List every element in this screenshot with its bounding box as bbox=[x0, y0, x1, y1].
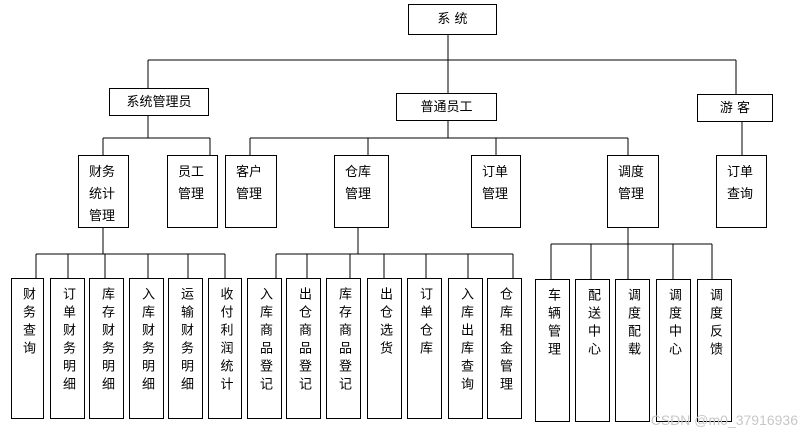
leaf-dispatch-loading: 调度配载 bbox=[615, 279, 650, 422]
leaf-label: 配送中心 bbox=[585, 288, 600, 360]
module-finance: 财务 统计 管理 bbox=[78, 155, 129, 228]
module-customer: 客户 管理 bbox=[225, 155, 277, 228]
leaf-label: 调度配载 bbox=[625, 288, 640, 360]
root-node: 系 统 bbox=[408, 4, 497, 35]
role-staff-label: 普通员工 bbox=[420, 99, 473, 115]
module-staff-management-label: 员工 管理 bbox=[178, 165, 205, 202]
role-admin: 系统管理员 bbox=[109, 88, 209, 116]
leaf-outbound-goods-register: 出仓商品登记 bbox=[286, 278, 321, 419]
module-orders-label: 订单 管理 bbox=[482, 165, 509, 202]
role-admin-label: 系统管理员 bbox=[126, 94, 192, 110]
leaf-label: 财务查询 bbox=[20, 287, 35, 359]
leaf-inbound-goods-register: 入库商品登记 bbox=[247, 278, 282, 419]
role-guest-label: 游 客 bbox=[719, 100, 751, 116]
leaf-stock-finance-detail: 库存财务明细 bbox=[89, 278, 124, 419]
leaf-label: 库存财务明细 bbox=[99, 287, 114, 395]
leaf-label: 入库财务明细 bbox=[139, 287, 154, 395]
leaf-finance-query: 财务查询 bbox=[11, 278, 44, 419]
leaf-stock-goods-register: 库存商品登记 bbox=[326, 278, 361, 419]
module-order-query: 订单 查询 bbox=[716, 155, 767, 228]
leaf-warehouse-rent: 仓库租金管理 bbox=[487, 278, 522, 419]
leaf-label: 车辆管理 bbox=[545, 288, 560, 360]
module-finance-label: 财务 统计 管理 bbox=[89, 165, 116, 224]
leaf-profit-statistics: 收付利润统计 bbox=[208, 278, 242, 419]
leaf-label: 订单仓库 bbox=[417, 287, 432, 359]
leaf-order-finance-detail: 订单财务明细 bbox=[50, 278, 85, 419]
leaf-label: 收付利润统计 bbox=[217, 287, 233, 395]
leaf-inout-query: 入库出库查询 bbox=[448, 278, 483, 419]
leaf-label: 订单财务明细 bbox=[60, 287, 75, 395]
leaf-order-warehouse: 订单仓库 bbox=[407, 278, 442, 419]
leaf-label: 调度反馈 bbox=[707, 288, 722, 360]
module-orders: 订单 管理 bbox=[471, 155, 521, 228]
leaf-vehicle-management: 车辆管理 bbox=[535, 279, 570, 422]
module-warehouse-label: 仓库 管理 bbox=[345, 165, 372, 202]
leaf-transport-finance-detail: 运输财务明细 bbox=[168, 278, 203, 419]
module-dispatch-label: 调度 管理 bbox=[618, 165, 645, 202]
leaf-label: 运输财务明细 bbox=[178, 287, 193, 395]
leaf-delivery-center: 配送中心 bbox=[575, 279, 610, 422]
leaf-dispatch-feedback: 调度反馈 bbox=[697, 279, 732, 422]
watermark: CSDN @m0_37916936 bbox=[650, 412, 798, 428]
leaf-label: 库存商品登记 bbox=[336, 287, 351, 395]
module-customer-label: 客户 管理 bbox=[236, 165, 263, 202]
leaf-dispatch-center: 调度中心 bbox=[656, 279, 691, 422]
leaf-label: 入库商品登记 bbox=[257, 287, 272, 395]
role-staff: 普通员工 bbox=[396, 93, 497, 121]
module-dispatch: 调度 管理 bbox=[607, 155, 659, 228]
role-guest: 游 客 bbox=[697, 94, 773, 122]
module-staff-management: 员工 管理 bbox=[167, 155, 218, 228]
module-warehouse: 仓库 管理 bbox=[334, 155, 389, 228]
leaf-label: 调度中心 bbox=[666, 288, 681, 360]
leaf-label: 仓库租金管理 bbox=[497, 287, 512, 395]
leaf-outbound-selection: 出仓选货 bbox=[367, 278, 402, 419]
root-label: 系 统 bbox=[437, 12, 468, 27]
module-order-query-label: 订单 查询 bbox=[727, 165, 754, 202]
leaf-inbound-finance-detail: 入库财务明细 bbox=[129, 278, 164, 419]
leaf-label: 出仓商品登记 bbox=[296, 287, 311, 395]
leaf-label: 出仓选货 bbox=[377, 287, 392, 359]
leaf-label: 入库出库查询 bbox=[458, 287, 473, 395]
